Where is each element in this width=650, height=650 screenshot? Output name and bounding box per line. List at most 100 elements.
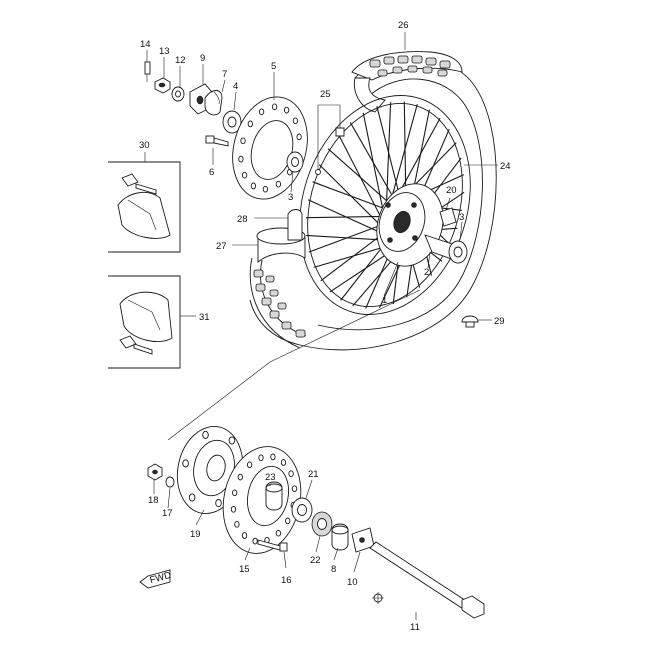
- washer-part-17: [165, 476, 175, 488]
- leader-lines: [144, 32, 498, 620]
- disc-hole: [238, 155, 244, 163]
- label-25: 25: [320, 89, 331, 100]
- bolt-part-6: [205, 135, 229, 147]
- sprocket-hole: [241, 532, 248, 539]
- sprocket-hole: [252, 537, 258, 545]
- disc-hole: [262, 185, 269, 193]
- tire-tread-blocks: [369, 55, 451, 77]
- rear-sprocket-part-15: [222, 446, 302, 554]
- axle-part-11: [369, 541, 485, 619]
- spacer-part-7: [204, 90, 223, 116]
- label-27: 27: [216, 241, 227, 252]
- nut-part-13: [154, 77, 171, 94]
- sprocket-hole: [246, 461, 253, 469]
- spoke: [308, 224, 383, 253]
- fwd-badge-text: FWD: [149, 570, 173, 586]
- bearing-part-3-lower: [448, 240, 468, 264]
- rim-lock-cap-part-29: [461, 315, 479, 328]
- label-30: 30: [139, 140, 150, 151]
- disc-hole: [250, 182, 257, 190]
- spoke: [349, 122, 394, 198]
- label-1: 1: [382, 295, 387, 306]
- sprocket-hole: [275, 529, 282, 537]
- label-19: 19: [190, 529, 201, 540]
- disc-hole: [296, 133, 302, 141]
- bearing-part-21: [291, 497, 313, 523]
- bearing-part-3-upper: [286, 151, 304, 173]
- sprocket-hole: [291, 485, 298, 493]
- disc-hole: [283, 106, 290, 114]
- label-12: 12: [175, 55, 186, 66]
- spoke: [338, 134, 383, 220]
- sprocket-hole: [230, 505, 237, 513]
- brake-disc-part-5: [232, 96, 308, 200]
- label-29: 29: [494, 316, 505, 327]
- tire-part-26: [249, 51, 497, 351]
- spoke: [305, 215, 383, 219]
- washer-part-12: [171, 86, 185, 102]
- disc-hole: [241, 171, 248, 179]
- label-22: 22: [310, 555, 321, 566]
- label-8: 8: [331, 564, 336, 575]
- spoke: [312, 181, 385, 210]
- part-number-labels: 14 13 12 9 7 4 5 26 25 24 30 6 3 20 3 28…: [139, 20, 511, 633]
- bearing-part-4: [222, 110, 242, 134]
- spoke: [306, 234, 391, 242]
- label-28: 28: [237, 214, 248, 225]
- spoke: [362, 112, 384, 212]
- inset-box-part-30: [108, 161, 181, 253]
- crosshair-icon: [372, 592, 384, 604]
- label-5: 5: [271, 61, 276, 72]
- label-14: 14: [140, 39, 151, 50]
- sprocket-hole: [285, 517, 291, 525]
- disc-hole: [275, 180, 282, 188]
- label-24: 24: [500, 161, 511, 172]
- label-26: 26: [398, 20, 409, 31]
- nut-part-18: [147, 463, 163, 481]
- label-6: 6: [209, 167, 214, 178]
- label-3-lower: 3: [459, 212, 464, 223]
- label-11: 11: [410, 622, 420, 633]
- spoke: [307, 199, 387, 236]
- balancer-part-25: [315, 104, 345, 175]
- label-17: 17: [162, 508, 173, 519]
- tube-valve-part-28: [287, 209, 303, 241]
- spoke: [385, 102, 392, 205]
- valve-part-14: [144, 61, 151, 82]
- sprocket-hole: [237, 473, 243, 481]
- spoke: [327, 148, 389, 203]
- sprocket-hole: [280, 459, 287, 466]
- label-16: 16: [281, 575, 292, 586]
- disc-hole: [247, 120, 253, 128]
- sprocket-hole: [270, 453, 276, 461]
- spoke: [318, 164, 384, 229]
- drum-lug: [228, 436, 236, 445]
- label-2: 2: [424, 267, 429, 278]
- inset-box-part-31: [108, 275, 181, 369]
- spacer-part-20: [439, 207, 457, 227]
- label-13: 13: [159, 46, 170, 57]
- spoke: [390, 103, 418, 200]
- sprocket-hole: [288, 470, 294, 478]
- fwd-arrow-icon: FWD: [139, 569, 173, 589]
- label-31: 31: [199, 312, 210, 323]
- label-7: 7: [222, 69, 227, 80]
- sprocket-hole: [232, 489, 238, 497]
- disc-hole: [271, 103, 278, 111]
- label-9: 9: [200, 53, 205, 64]
- drum-lug: [188, 493, 196, 502]
- label-10: 10: [347, 577, 358, 588]
- spacer-part-8: [331, 523, 349, 551]
- spoke: [396, 117, 441, 197]
- disc-hole: [292, 117, 299, 125]
- disc-hole: [240, 137, 246, 145]
- label-20: 20: [446, 185, 457, 196]
- drum-lug: [202, 430, 209, 439]
- disc-hole: [258, 108, 265, 116]
- label-3-upper: 3: [288, 192, 293, 203]
- oil-seal-part-22: [311, 511, 333, 537]
- label-18: 18: [148, 495, 159, 506]
- label-21: 21: [308, 469, 319, 480]
- label-4: 4: [233, 81, 238, 92]
